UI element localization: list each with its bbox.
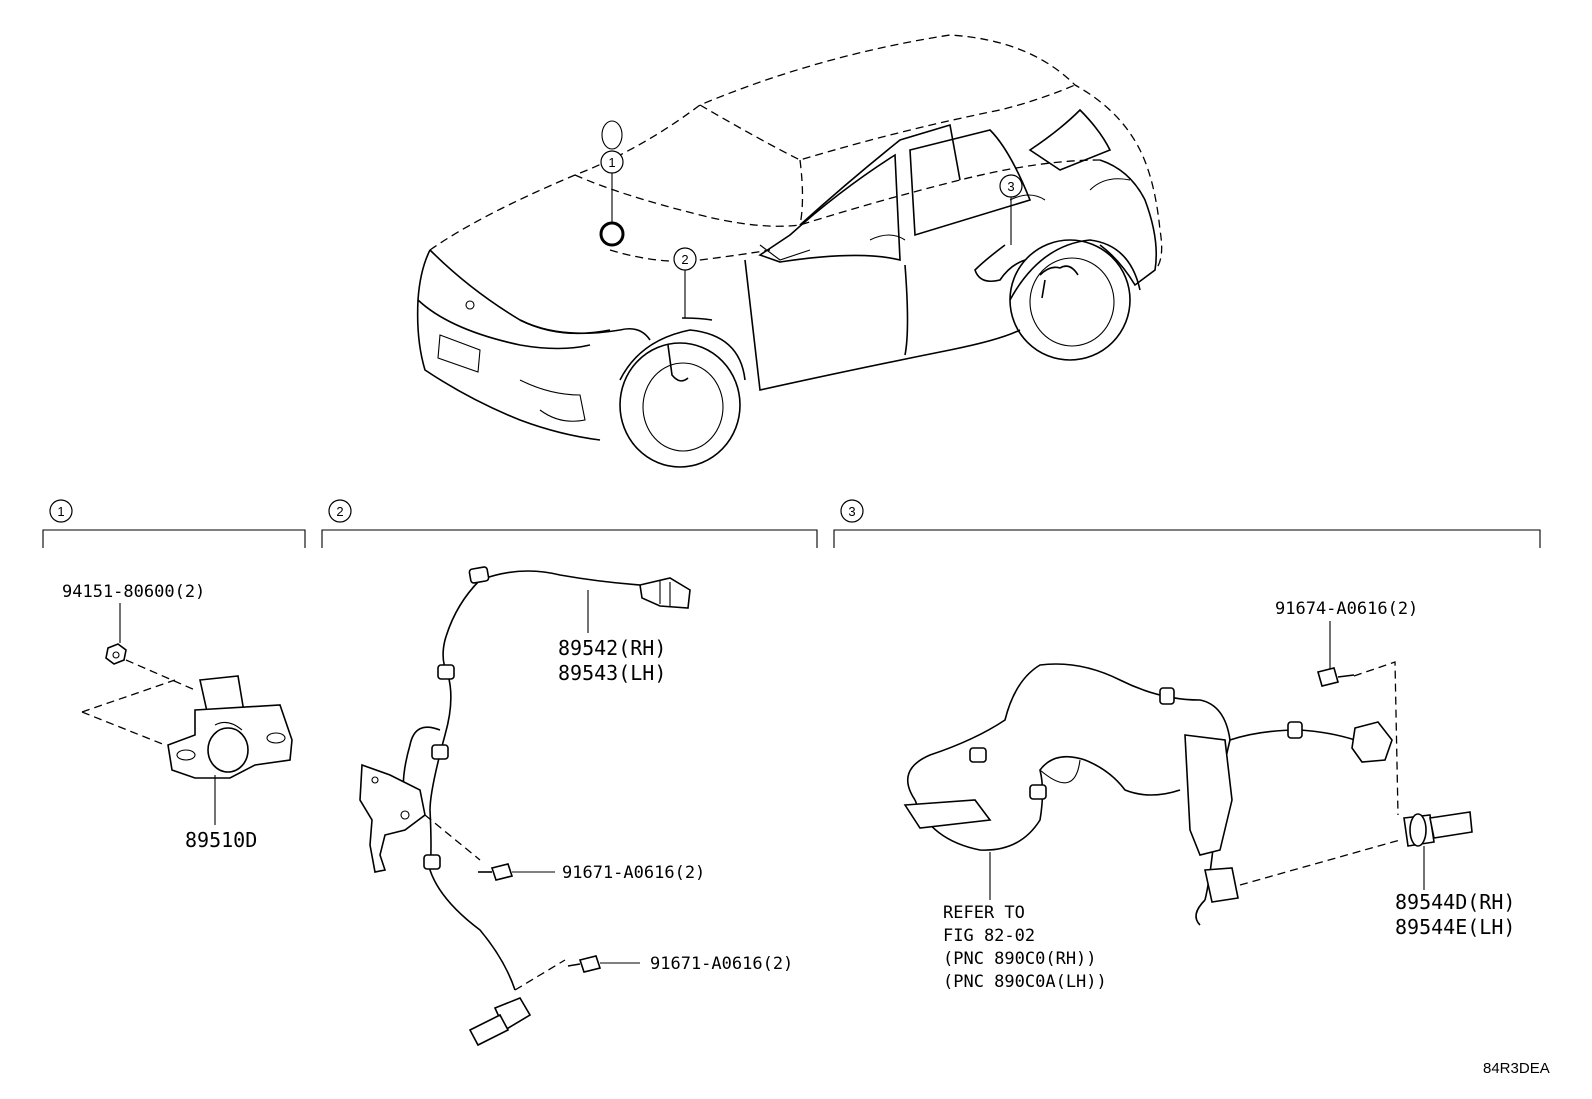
connector-icon <box>639 577 691 609</box>
svg-text:1: 1 <box>57 504 64 519</box>
speed-sensor-icon <box>1403 811 1473 847</box>
height-sensor-icon <box>167 675 293 779</box>
connector-icon <box>1204 867 1239 903</box>
section-3-header: 3 <box>833 499 1541 548</box>
callout-1: 1 <box>600 150 624 222</box>
section-1-parts: 94151-80600(2) 89510D <box>62 582 293 852</box>
part-label-bolt-front-1: 91671-A0616(2) <box>562 863 705 883</box>
rear-wheel <box>1009 239 1141 361</box>
refer-note-line-3: (PNC 890C0(RH)) <box>943 949 1097 969</box>
part-label-height-sensor: 89510D <box>185 828 257 852</box>
front-wheel <box>619 329 746 468</box>
refer-note-line-2: FIG 82-02 <box>943 926 1035 946</box>
section-2-parts: 89542(RH) 89543(LH) 91671-A0616(2) 91671… <box>359 566 793 1047</box>
part-label-rear-sensor-lh: 89544E(LH) <box>1395 915 1515 939</box>
svg-text:2: 2 <box>681 252 688 267</box>
part-label-rear-sensor-rh: 89544D(RH) <box>1395 890 1515 914</box>
callout-3: 3 <box>999 174 1023 245</box>
svg-text:3: 3 <box>1007 179 1014 194</box>
refer-note-line-4: (PNC 890C0A(LH)) <box>943 972 1107 992</box>
figure-code: 84R3DEA <box>1483 1060 1550 1077</box>
part-label-front-sensor-rh: 89542(RH) <box>558 636 666 660</box>
vehicle-illustration <box>416 34 1163 468</box>
svg-text:2: 2 <box>336 504 343 519</box>
part-label-clip: 94151-80600(2) <box>62 582 205 602</box>
sensor-location-marker <box>599 221 625 247</box>
connector-icon <box>1351 721 1393 763</box>
bracket-icon <box>359 763 426 873</box>
svg-text:3: 3 <box>848 504 855 519</box>
callout-2: 2 <box>673 247 697 318</box>
part-label-bolt-front-2: 91671-A0616(2) <box>650 954 793 974</box>
section-3-parts: 91674-A0616(2) <box>903 599 1515 992</box>
section-1-header: 1 <box>42 499 306 548</box>
refer-note-line-1: REFER TO <box>943 903 1025 923</box>
bolt-icon <box>567 955 602 973</box>
front-sensor-location <box>681 317 713 321</box>
bracket-icon <box>903 734 1233 856</box>
part-label-bolt-rear: 91674-A0616(2) <box>1275 599 1418 619</box>
clip-icon <box>105 643 127 665</box>
bolt-icon <box>478 863 514 881</box>
part-label-front-sensor-lh: 89543(LH) <box>558 661 666 685</box>
bolt-icon <box>1317 667 1355 687</box>
svg-text:1: 1 <box>608 155 615 170</box>
speed-sensor-tip-icon <box>468 997 532 1047</box>
section-2-header: 2 <box>321 499 818 548</box>
